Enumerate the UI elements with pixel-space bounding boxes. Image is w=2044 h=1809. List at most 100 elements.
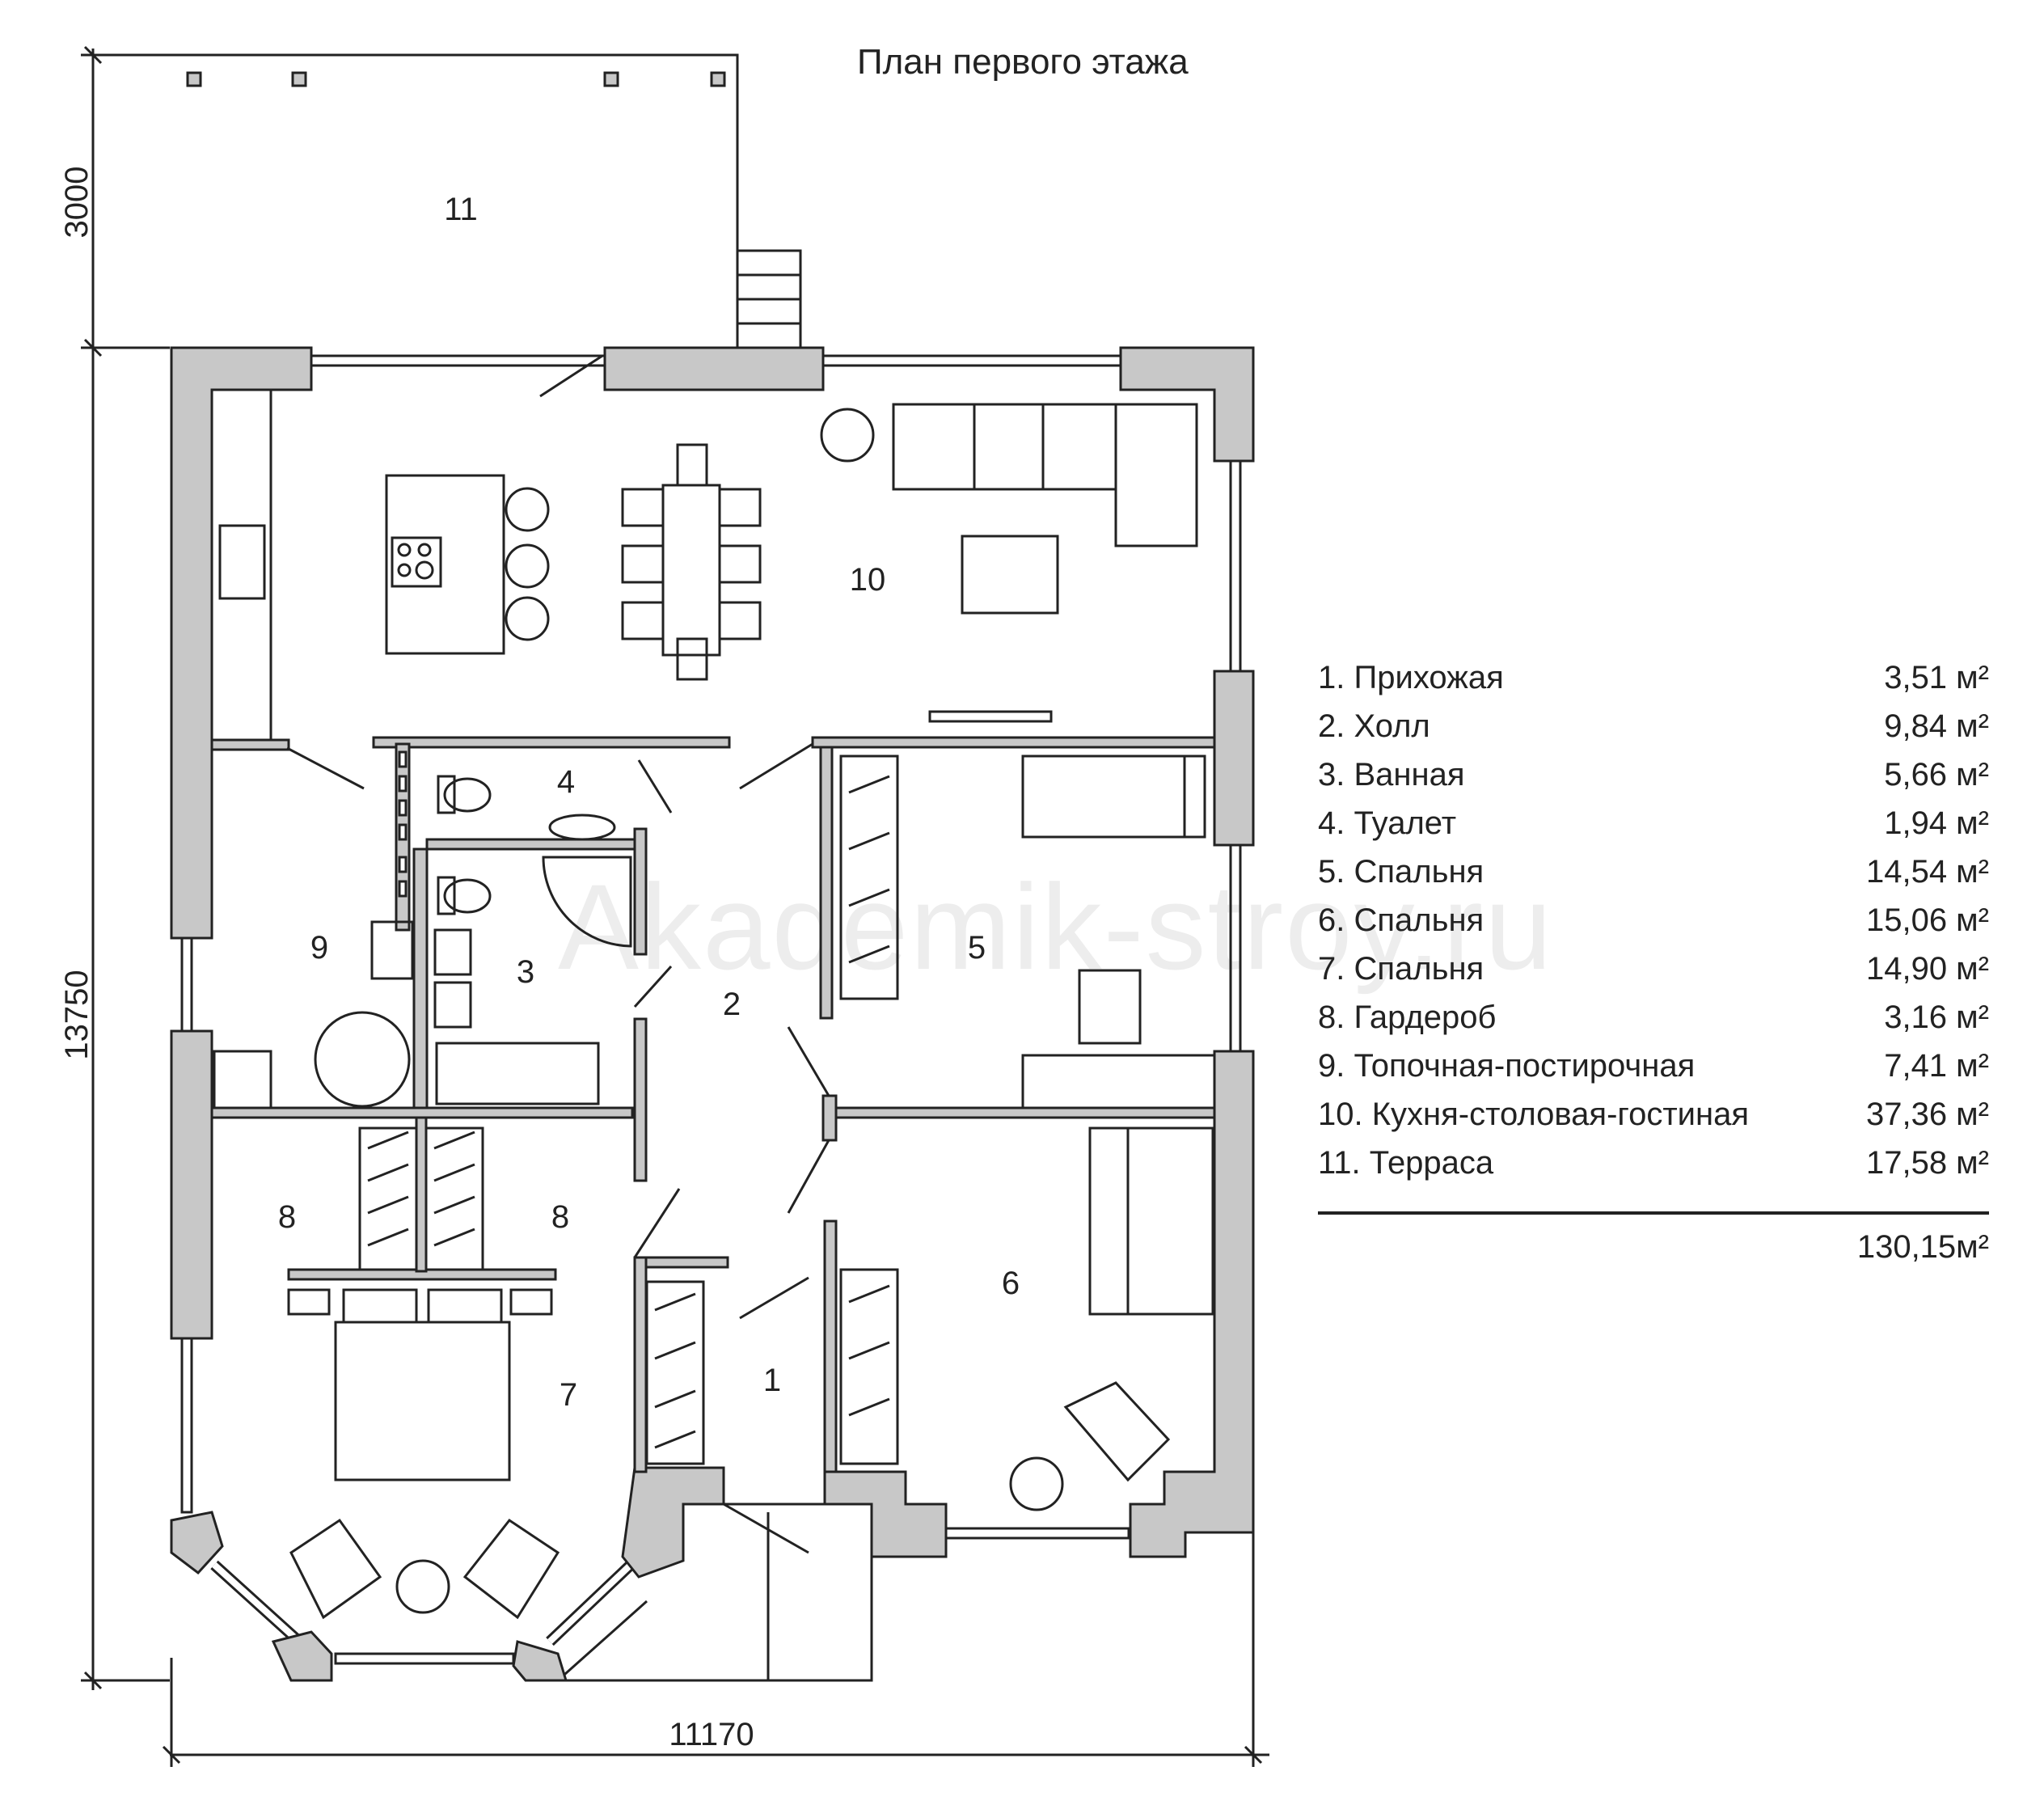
bar-stool <box>505 487 550 532</box>
shower <box>542 856 632 948</box>
wall-hall-east <box>819 746 834 1020</box>
wall-porch-right <box>823 1470 948 1558</box>
wall-wardrobe-divider <box>415 1116 428 1273</box>
wall-se <box>1129 1050 1255 1558</box>
bed-7 <box>334 1321 511 1481</box>
plan-title: План первого этажа <box>857 42 1189 82</box>
room-label-8a: 8 <box>278 1199 296 1235</box>
room-label-6: 6 <box>1002 1266 1020 1301</box>
legend-room-name: 3. Ванная <box>1318 757 1465 792</box>
bed-6 <box>1126 1126 1214 1316</box>
legend-row: 3. Ванная 5,66 м² <box>1318 750 1989 799</box>
coffee-table <box>961 535 1059 615</box>
door-wc <box>637 759 673 814</box>
door-bath <box>633 965 673 1008</box>
legend-room-name: 4. Туалет <box>1318 805 1457 841</box>
legend-room-name: 9. Топочная-постирочная <box>1318 1048 1696 1084</box>
legend-room-area: 9,84 м² <box>1884 708 1989 744</box>
wardrobe-5 <box>1021 1054 1216 1109</box>
legend-room-name: 10. Кухня-столовая-гостиная <box>1318 1097 1750 1132</box>
bathtub <box>435 1042 600 1105</box>
wardrobe-6 <box>839 1268 899 1465</box>
table-7 <box>395 1559 450 1614</box>
legend-room-name: 7. Спальня <box>1318 951 1484 987</box>
legend-room-area: 1,94 м² <box>1884 805 1989 841</box>
room-label-11: 11 <box>444 192 478 227</box>
terrace-post <box>710 71 726 87</box>
terrace-post <box>186 71 202 87</box>
wall-wardrobe-top <box>210 1106 634 1119</box>
window-east-2 <box>1229 843 1242 1053</box>
wall-s-corner-2 <box>512 1640 568 1682</box>
floor-lamp <box>820 408 875 463</box>
room-label-9: 9 <box>310 930 328 966</box>
wall-west-mid <box>170 1029 213 1340</box>
wall-bath-top <box>372 736 731 749</box>
wall-entry-east <box>823 1219 838 1473</box>
legend-room-area: 5,66 м² <box>1884 757 1989 792</box>
legend-row: 10. Кухня-столовая-гостиная 37,36 м² <box>1318 1090 1989 1139</box>
door-entrance <box>723 1503 809 1554</box>
floor-plan: 11 10 4 9 3 2 5 8 8 6 7 1 11170 3000 137… <box>59 45 1269 1767</box>
washing-machine <box>314 1011 411 1108</box>
room-label-10: 10 <box>850 562 886 598</box>
terrace-post <box>291 71 307 87</box>
legend-room-area: 14,54 м² <box>1865 854 1989 890</box>
dimension-depth: 13750 <box>59 970 95 1059</box>
wall-bath-west <box>412 847 429 1109</box>
wardrobe-1 <box>645 1280 705 1465</box>
room-label-4: 4 <box>557 764 575 800</box>
window-west-1 <box>180 936 193 1033</box>
wall-porch-left <box>621 1466 725 1579</box>
legend-row: 4. Туалет 1,94 м² <box>1318 799 1989 847</box>
bar-stool <box>505 596 550 641</box>
wardrobe-8b <box>424 1126 484 1271</box>
legend-room-name: 8. Гардероб <box>1318 1000 1497 1035</box>
sofa <box>892 403 1198 547</box>
window-north-1 <box>310 354 608 367</box>
kitchen-island <box>385 474 505 655</box>
wall-bedroom5-top <box>811 736 1216 749</box>
kitchen-counter <box>212 388 272 742</box>
wall-s-corner-1 <box>271 1630 333 1682</box>
room-label-7: 7 <box>560 1377 577 1413</box>
door-bedroom7 <box>633 1188 681 1258</box>
legend-room-name: 11. Терраса <box>1318 1145 1494 1181</box>
door-bedroom6 <box>787 1026 830 1097</box>
tv-stand <box>928 710 1053 723</box>
wardrobe-hall <box>839 754 899 1000</box>
wall-laundry-top <box>210 738 290 751</box>
legend-room-name: 2. Холл <box>1318 708 1430 744</box>
door-hall-south <box>787 1139 830 1214</box>
wc-sink <box>548 814 616 841</box>
window-north-2 <box>821 354 1122 367</box>
legend-room-area: 37,36 м² <box>1865 1097 1989 1132</box>
legend-total: 130,15м² <box>1856 1229 1989 1265</box>
bar-stool <box>505 543 550 589</box>
dimension-terrace: 3000 <box>59 167 95 239</box>
dining-table <box>661 484 721 657</box>
armchair-6 <box>1063 1381 1171 1482</box>
terrace-post <box>603 71 619 87</box>
wall-wc-bath <box>425 838 647 851</box>
armchair-7 <box>289 1518 382 1620</box>
wall-wc-east <box>633 827 648 956</box>
armchair-7b <box>462 1518 560 1620</box>
door-terrace <box>539 354 603 398</box>
wall-ne <box>1119 346 1255 463</box>
desk-chair-5 <box>1078 969 1142 1045</box>
room-label-8b: 8 <box>551 1199 569 1235</box>
wall-nw <box>170 346 313 940</box>
kitchen-sink <box>218 524 266 600</box>
room-label-2: 2 <box>723 987 741 1022</box>
wall-sw-corner <box>170 1511 224 1575</box>
wall-corridor-south <box>633 1256 729 1269</box>
wall-bedroom6-top <box>831 1106 1216 1119</box>
door-laundry <box>286 746 365 790</box>
